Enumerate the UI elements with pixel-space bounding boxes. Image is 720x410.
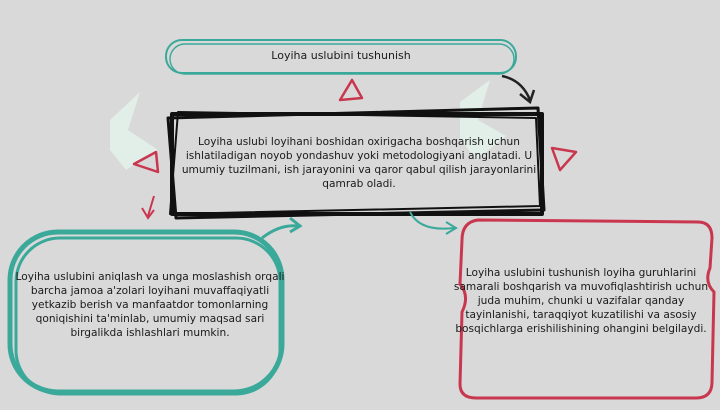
arrow-left-to-center: [261, 216, 303, 240]
title-box-text: Loyiha uslubini tushunish: [271, 49, 411, 62]
right-box-text: Loyiha uslubini tushunish loyiha guruhla…: [453, 267, 709, 335]
center-box-shape: [166, 106, 546, 220]
watermark-logo-icon: [110, 80, 506, 170]
arrow-title-to-center: [501, 74, 536, 105]
right-box-shape: [458, 218, 716, 400]
left-box-shape: [7, 229, 285, 396]
arrow-center-to-left: [141, 195, 155, 220]
left-box-text: Loyiha uslubini aniqlash va unga moslash…: [15, 271, 285, 339]
arrow-center-to-right: [409, 211, 458, 235]
title-box-shape: [165, 39, 517, 75]
triangle-decorations: [132, 78, 578, 174]
center-box-text: Loyiha uslubi loyihani boshidan oxirigac…: [181, 136, 537, 190]
